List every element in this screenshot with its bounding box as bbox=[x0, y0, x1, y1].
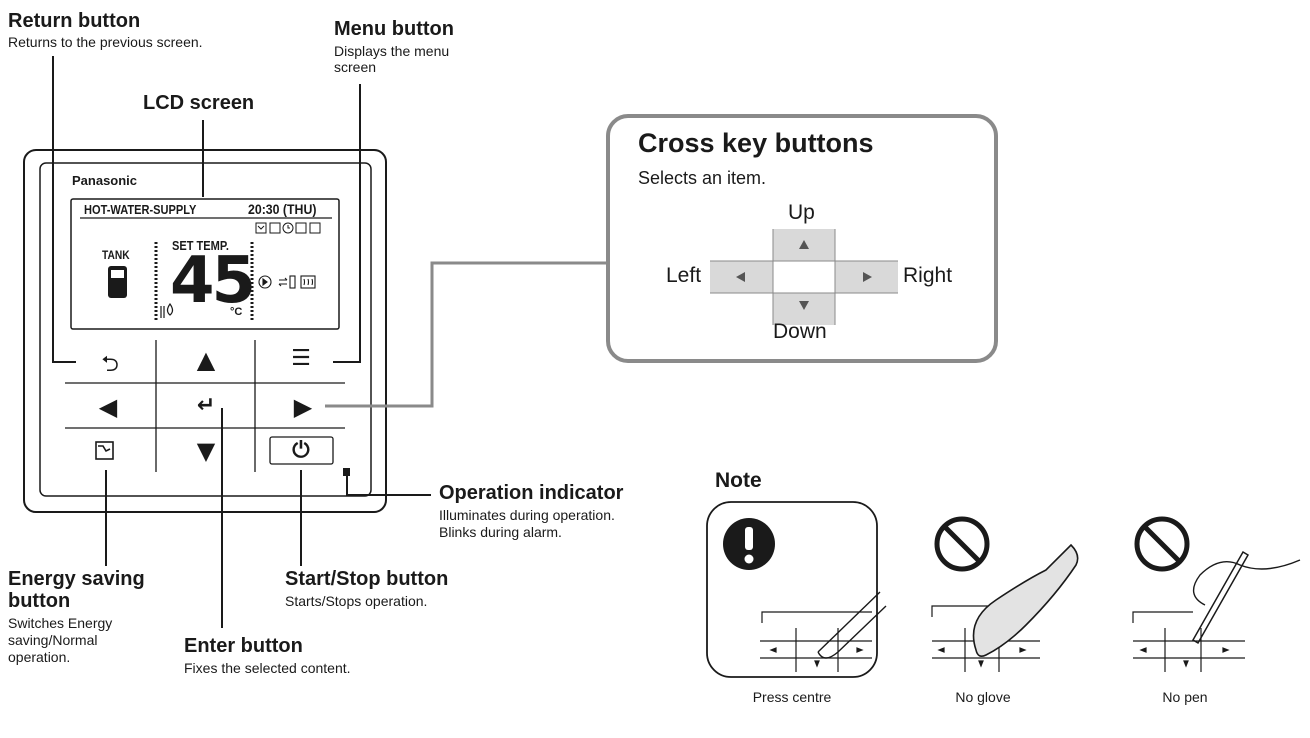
return-button[interactable]: ⮌ bbox=[101, 352, 119, 377]
controller-outer-frame bbox=[23, 149, 387, 513]
return-button-desc: Returns to the previous screen. bbox=[8, 34, 203, 50]
note-caption-no-pen: No pen bbox=[1162, 689, 1208, 705]
note-caption-press-centre: Press centre bbox=[752, 689, 832, 705]
energy-saving-button[interactable] bbox=[92, 438, 118, 464]
menu-button[interactable]: ☰ bbox=[291, 346, 311, 371]
enter-button-desc: Fixes the selected content. bbox=[184, 660, 351, 676]
lcd-unit: °C bbox=[230, 306, 243, 318]
lcd-temperature-value: 45 bbox=[170, 244, 256, 318]
cross-key-down-label: Down bbox=[773, 320, 827, 343]
energy-saving-desc-2: saving/Normal bbox=[8, 632, 98, 648]
cross-key-left-label: Left bbox=[666, 264, 702, 287]
prohibited-icon-pen bbox=[1134, 516, 1190, 572]
cross-key-title: Cross key buttons bbox=[638, 128, 874, 158]
controller-inner-frame bbox=[39, 162, 372, 497]
brand-logo: Panasonic bbox=[72, 173, 138, 188]
cross-key-right-label: Right bbox=[903, 264, 953, 287]
prohibited-icon-glove bbox=[934, 516, 990, 572]
return-button-title: Return button bbox=[8, 10, 141, 32]
menu-button-title: Menu button bbox=[334, 18, 454, 40]
energy-saving-desc-3: operation. bbox=[8, 649, 71, 665]
note-panel-frame bbox=[706, 501, 878, 678]
enter-button-title: Enter button bbox=[184, 635, 303, 657]
operation-indicator-desc-1: Illuminates during operation. bbox=[439, 507, 615, 523]
callout-lines bbox=[52, 56, 431, 628]
lcd-mode-text: HOT-WATER-SUPPLY bbox=[84, 202, 197, 217]
lcd-screen bbox=[70, 198, 340, 330]
lcd-status-icons bbox=[255, 222, 321, 234]
tank-icon bbox=[108, 266, 127, 298]
cross-key-connector bbox=[325, 261, 608, 408]
up-button[interactable]: ▲ bbox=[196, 346, 216, 374]
note-title: Note bbox=[715, 469, 762, 492]
note-caption-no-glove: No glove bbox=[955, 689, 1011, 705]
lcd-mode-icons bbox=[258, 275, 316, 289]
mini-keypad-2 bbox=[931, 543, 1079, 672]
cross-key-diagram bbox=[710, 229, 898, 325]
cross-key-up-label: Up bbox=[788, 201, 815, 224]
lcd-time-text: 20:30 (THU) bbox=[248, 201, 317, 217]
lcd-set-temp-label: SET TEMP. bbox=[172, 238, 229, 253]
energy-saving-desc-1: Switches Energy bbox=[8, 615, 113, 631]
right-button[interactable]: ▶ bbox=[293, 393, 313, 421]
menu-button-desc-2: screen bbox=[334, 59, 377, 75]
menu-button-desc-1: Displays the menu bbox=[334, 43, 450, 59]
left-button[interactable]: ◀ bbox=[98, 393, 118, 421]
lcd-screen-title: LCD screen bbox=[143, 92, 255, 114]
operation-indicator-title: Operation indicator bbox=[439, 482, 624, 504]
mini-keypad-3 bbox=[1132, 550, 1301, 672]
start-stop-desc: Starts/Stops operation. bbox=[285, 593, 428, 609]
start-stop-title: Start/Stop button bbox=[285, 568, 449, 590]
energy-saving-icon bbox=[95, 441, 114, 460]
exclamation-icon bbox=[723, 518, 775, 570]
start-stop-button[interactable]: ⏻ bbox=[292, 438, 310, 463]
operation-indicator-desc-2: Blinks during alarm. bbox=[439, 524, 562, 540]
mini-keypad-1 bbox=[760, 591, 887, 672]
enter-button[interactable]: ↵ bbox=[196, 393, 216, 418]
lcd-tank-label: TANK bbox=[102, 248, 130, 262]
energy-saving-title-1: Energy saving bbox=[8, 568, 145, 590]
energy-saving-title-2: button bbox=[8, 590, 71, 612]
cross-key-desc: Selects an item. bbox=[638, 168, 767, 188]
power-button-frame bbox=[269, 436, 334, 465]
water-drop-icon bbox=[160, 302, 174, 318]
down-button[interactable]: ▼ bbox=[196, 437, 216, 465]
